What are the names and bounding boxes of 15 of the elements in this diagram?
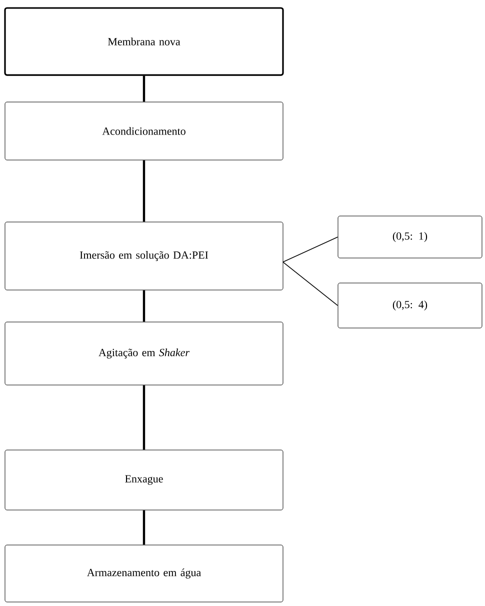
process-box: Enxague (4, 450, 284, 510)
process-box: Armazenamento em água (4, 544, 284, 602)
connector-line (282, 236, 338, 262)
connector-line (142, 385, 146, 450)
process-box: (0,5: 1) (338, 216, 482, 258)
connector-line (142, 76, 146, 102)
process-box: Imersão em solução DA:PEI (4, 222, 284, 290)
process-box: Agitação em Shaker (4, 322, 284, 386)
connector-line (142, 510, 146, 545)
connector-line (282, 262, 338, 306)
process-box: Membrana nova (4, 7, 284, 76)
process-box: Acondicionamento (4, 102, 284, 160)
connector-line (142, 160, 146, 222)
process-box: (0,5: 4) (338, 282, 482, 328)
connector-line (142, 290, 146, 322)
